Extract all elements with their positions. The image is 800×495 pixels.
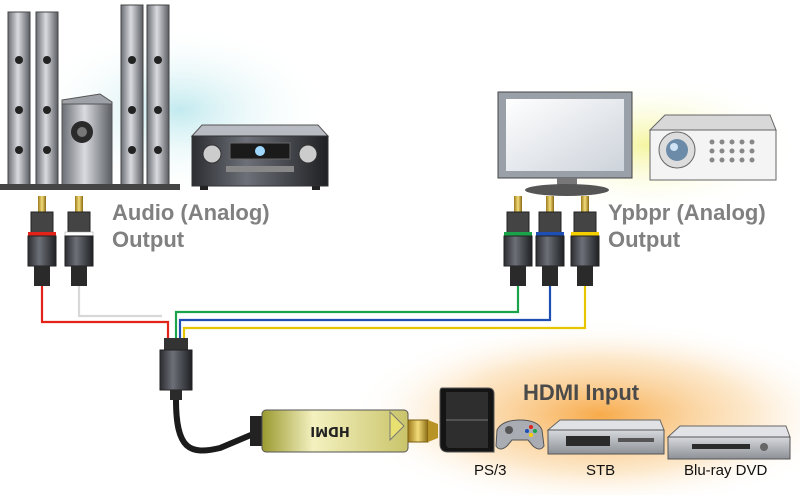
stb-label: STB [586, 462, 616, 479]
ps3-label: PS/3 [474, 462, 507, 479]
ypbpr-output-label: Ypbpr (Analog) Output [608, 199, 766, 253]
monitor-icon [497, 91, 633, 196]
pb-rca-plug [535, 196, 565, 286]
rca-cables [40, 285, 587, 345]
bluray-player-icon [666, 425, 791, 460]
audio-label-line1: Audio (Analog) [112, 200, 270, 225]
adapter-logo: HDMI [310, 423, 349, 438]
projector-icon [648, 114, 777, 181]
audio-output-label: Audio (Analog) Output [112, 199, 270, 253]
bluray-label: Blu-ray DVD [684, 462, 768, 479]
pr-rca-plug [570, 196, 600, 286]
y-rca-plug [503, 196, 533, 286]
hdmi-input-label: HDMI Input [523, 380, 640, 405]
stb-box-icon [546, 419, 665, 455]
audio-label-line2: Output [112, 227, 185, 252]
adapter-cable [173, 399, 260, 454]
ypbpr-label-line2: Output [608, 227, 681, 252]
ps3-console-icon [439, 387, 495, 453]
audio-right-rca-plug [64, 196, 94, 286]
speaker-system-icon [0, 4, 180, 190]
gamepad-icon [495, 419, 545, 450]
cable-junction [159, 338, 193, 400]
hdmi-adapter-icon: HDMI [250, 409, 438, 453]
av-receiver-icon [190, 124, 330, 190]
ypbpr-label-line1: Ypbpr (Analog) [608, 200, 766, 225]
audio-left-rca-plug [27, 196, 57, 286]
